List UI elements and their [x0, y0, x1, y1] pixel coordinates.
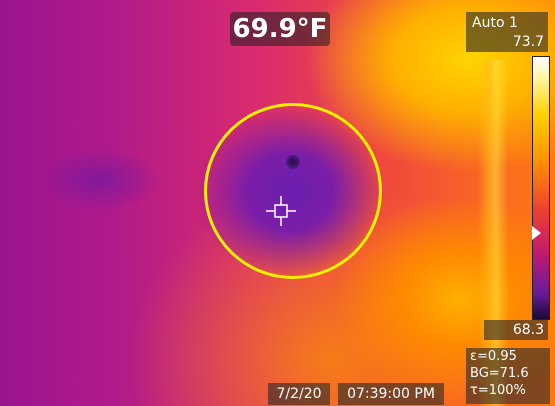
scale-min-value: 68.3 — [484, 320, 548, 340]
scale-max-value: 73.7 — [512, 34, 544, 50]
scale-mode-label: Auto 1 — [472, 15, 518, 31]
scale-mode-panel[interactable]: Auto 1 73.7 — [466, 12, 548, 52]
capture-date: 7/2/20 — [268, 383, 330, 405]
parameters-panel: ε=0.95 BG=71.6 τ=100% — [466, 348, 550, 404]
emissivity-value: ε=0.95 — [470, 349, 517, 364]
color-scale-bar — [532, 56, 550, 320]
capture-time: 07:39:00 PM — [338, 383, 444, 405]
measurement-circle — [204, 103, 382, 279]
scale-level-marker-icon — [532, 226, 541, 240]
background-temp-value: BG=71.6 — [470, 366, 529, 381]
transmission-value: τ=100% — [470, 383, 526, 398]
spot-temperature: 69.9°F — [230, 12, 330, 46]
crosshair-icon — [266, 196, 296, 226]
